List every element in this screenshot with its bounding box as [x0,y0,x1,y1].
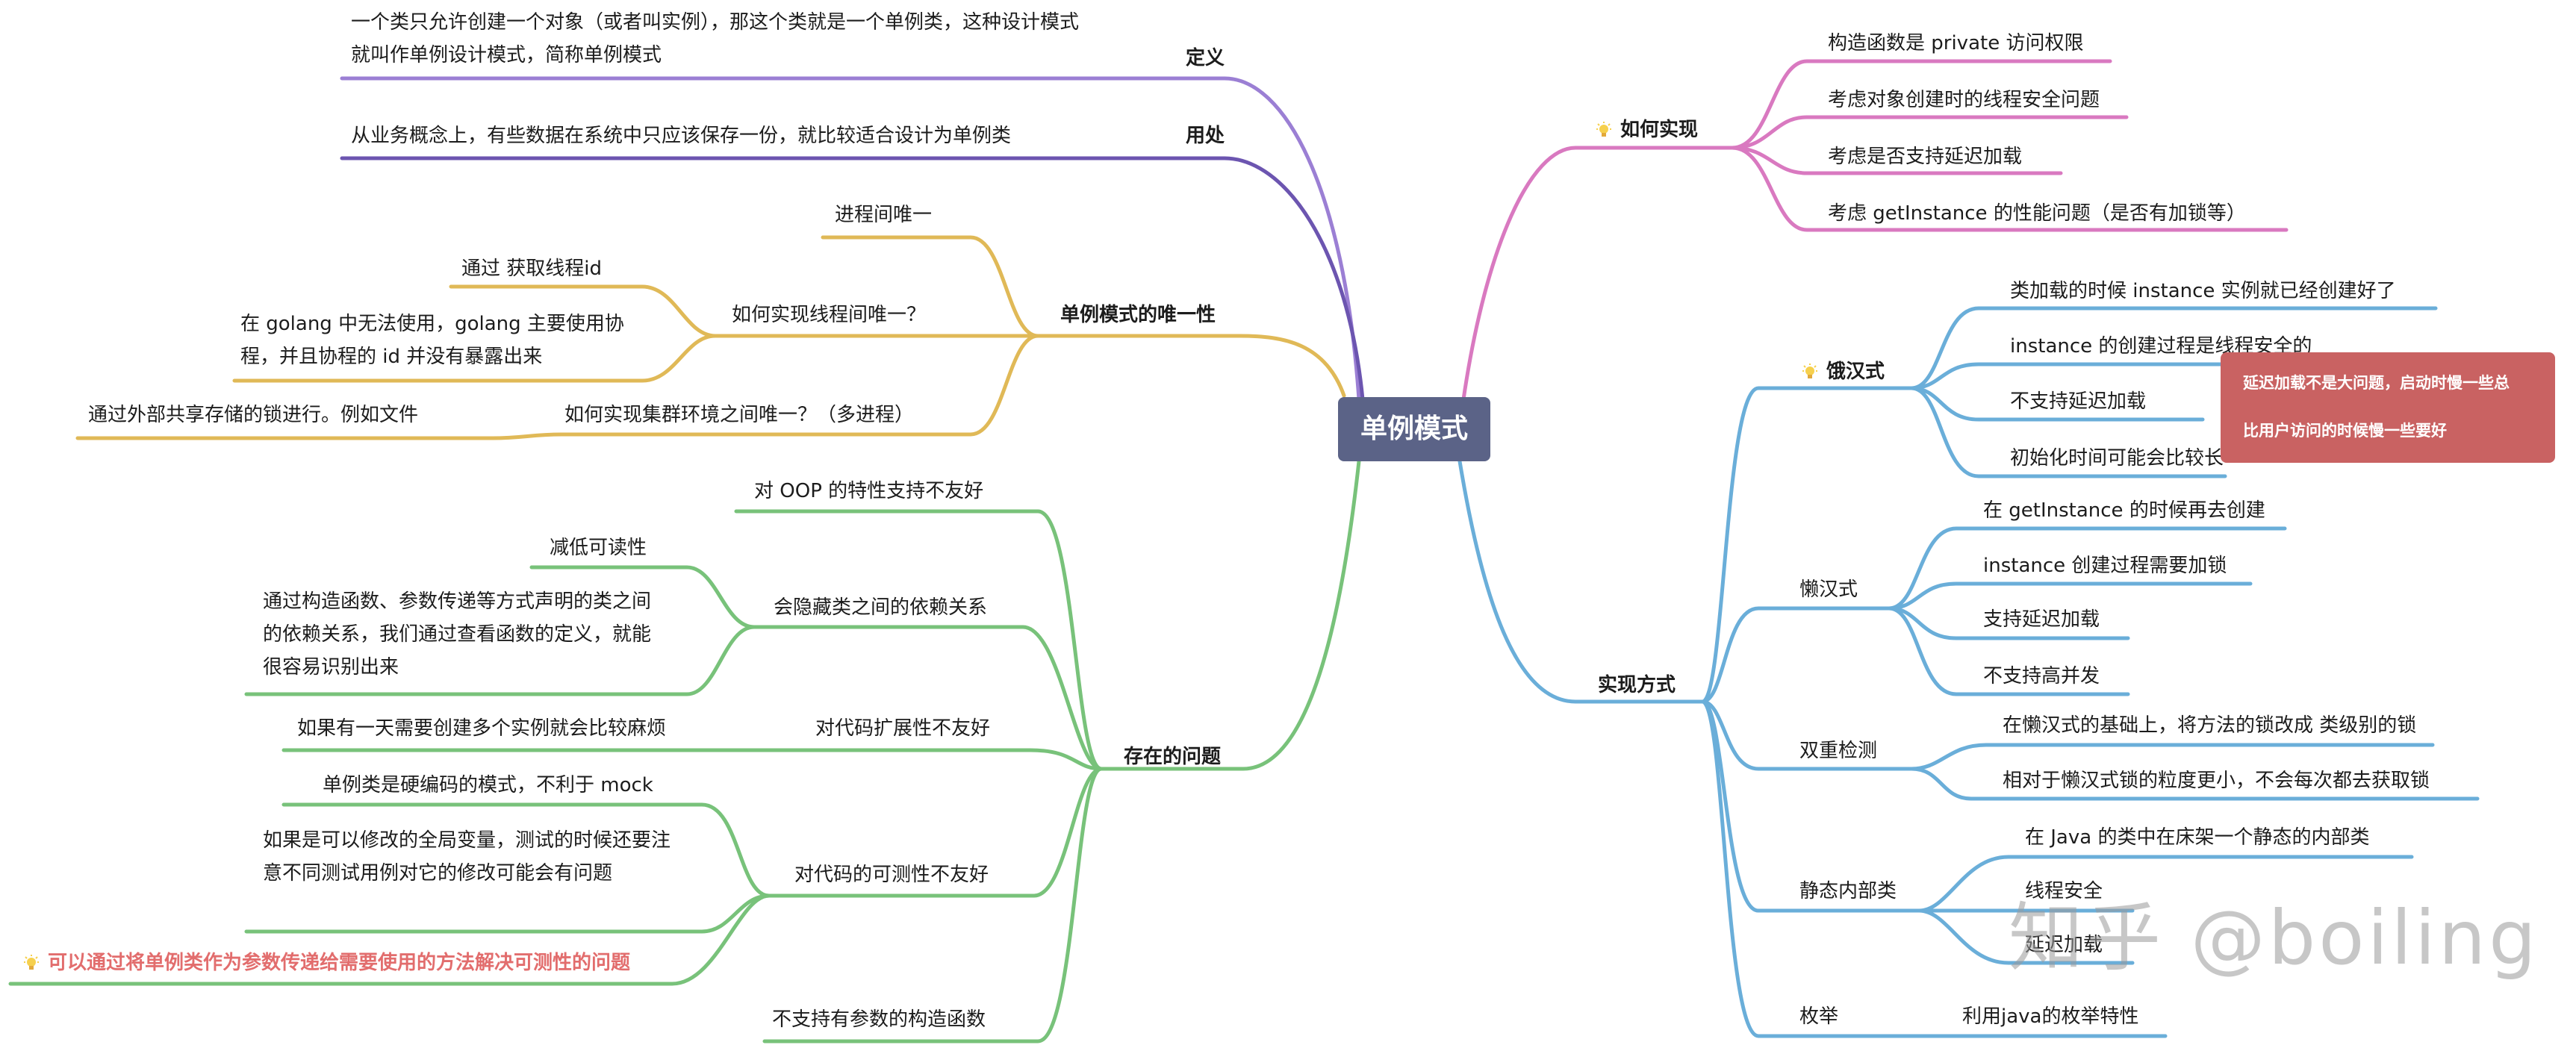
how-item-2: 考虑对象创建时的线程安全问题 [1828,89,2100,111]
eager-item-4: 初始化时间可能会比较长 [2010,447,2224,470]
lightbulb-icon [1802,363,1817,378]
testability-tip: 可以通过将单例类作为参数传递给需要使用的方法解决可测性的问题 [22,946,630,979]
eager-item-1: 类加载的时候 instance 实例就已经创建好了 [2010,280,2396,302]
definition-label[interactable]: 定义 [1186,47,1225,69]
thread-answer-2-text: 在 golang 中无法使用，golang 主要使用协程，并且协程的 id 并没… [240,313,624,368]
link-problems [1099,459,1361,771]
double-check-label[interactable]: 双重检测 [1799,740,1878,762]
link-definition [340,76,1361,402]
lazy-item-4: 不支持高并发 [1983,665,2100,687]
watermark: 知乎 @boiling [2009,894,2539,982]
link-uniqueness [1036,334,1346,398]
enum-label[interactable]: 枚举 [1799,1005,1839,1028]
problem-global-text: 如果是可以修改的全局变量，测试的时候还要注意不同测试用例对它的修改可能会有问题 [263,829,671,885]
how-item-1: 构造函数是 private 访问权限 [1828,32,2084,54]
thread-answer-1-text: 通过 获取线程id [461,258,602,280]
problem-hidden-detail-text: 通过构造函数、参数传递等方式声明的类之间的依赖关系，我们通过查看函数的定义，就能… [263,590,652,679]
static-inner-item-2: 线程安全 [2025,880,2103,902]
problem-testability-text: 对代码的可测性不友好 [794,864,989,886]
lazy-item-2: instance 创建过程需要加锁 [1983,555,2227,577]
process-unique-text: 进程间唯一 [835,204,933,226]
double-check-item-1: 在懒汉式的基础上，将方法的锁改成 类级别的锁 [2003,714,2417,737]
lazy-item-1: 在 getInstance 的时候再去创建 [1983,499,2265,522]
tip-text: 可以通过将单例类作为参数传递给需要使用的方法解决可测性的问题 [48,952,631,974]
static-inner-item-3: 延迟加载 [2025,934,2103,956]
problem-readability-text: 减低可读性 [550,537,647,559]
lazy-item-3: 支持延迟加载 [1983,608,2100,631]
problem-extension-text: 对代码扩展性不友好 [815,717,991,740]
eager-label-text: 饿汉式 [1826,361,1885,383]
definition-text: 一个类只允许创建一个对象（或者叫实例），那这个类就是一个单例类，这种设计模式就叫… [351,11,1080,66]
eager-item-3: 不支持延迟加载 [2010,390,2147,413]
usage-label[interactable]: 用处 [1186,125,1225,147]
uniqueness-label[interactable]: 单例模式的唯一性 [1060,304,1216,326]
static-inner-label[interactable]: 静态内部类 [1799,880,1897,902]
cluster-question-text: 如何实现集群环境之间唯一？（多进程） [564,404,915,426]
cluster-answer-text: 通过外部共享存储的锁进行。例如文件 [88,404,419,426]
enum-item-1: 利用java的枚举特性 [1962,1005,2139,1028]
problem-extension-detail-text: 如果有一天需要创建多个实例就会比较麻烦 [297,717,667,740]
double-check-item-2: 相对于懒汉式锁的粒度更小，不会每次都去获取锁 [2003,770,2430,792]
link-impl [1457,459,1705,704]
lazy-label[interactable]: 懒汉式 [1799,578,1858,601]
impl-label[interactable]: 实现方式 [1598,674,1676,696]
eager-note: 延迟加载不是大问题，启动时慢一些总 比用户访问的时候慢一些要好 [2221,352,2555,463]
eager-note-line-1: 延迟加载不是大问题，启动时慢一些总 [2243,374,2510,392]
lightbulb-icon [1596,121,1611,137]
root-topic[interactable]: 单例模式 [1338,397,1490,461]
problem-mock-text: 单例类是硬编码的模式，不利于 mock [323,774,653,796]
thread-question-text: 如何实现线程间唯一？ [732,304,927,326]
how-item-3: 考虑是否支持延迟加载 [1828,146,2023,168]
usage-text: 从业务概念上，有些数据在系统中只应该保存一份，就比较适合设计为单例类 [351,125,1012,147]
how-label[interactable]: 如何实现 [1595,113,1698,146]
problem-no-param-text: 不支持有参数的构造函数 [772,1008,986,1031]
problems-label[interactable]: 存在的问题 [1124,746,1222,768]
eager-label[interactable]: 饿汉式 [1801,355,1885,388]
how-label-text: 如何实现 [1620,119,1699,141]
link-how [1461,146,1735,402]
how-item-4: 考虑 getInstance 的性能问题（是否有加锁等） [1828,202,2246,225]
problem-oop-text: 对 OOP 的特性支持不友好 [754,480,984,502]
problem-hidden-text: 会隐藏类之间的依赖关系 [774,596,988,619]
eager-note-line-2: 比用户访问的时候慢一些要好 [2243,422,2447,440]
link-usage [340,156,1365,402]
lightbulb-icon [24,954,39,970]
static-inner-item-1: 在 Java 的类中在床架一个静态的内部类 [2025,826,2370,849]
